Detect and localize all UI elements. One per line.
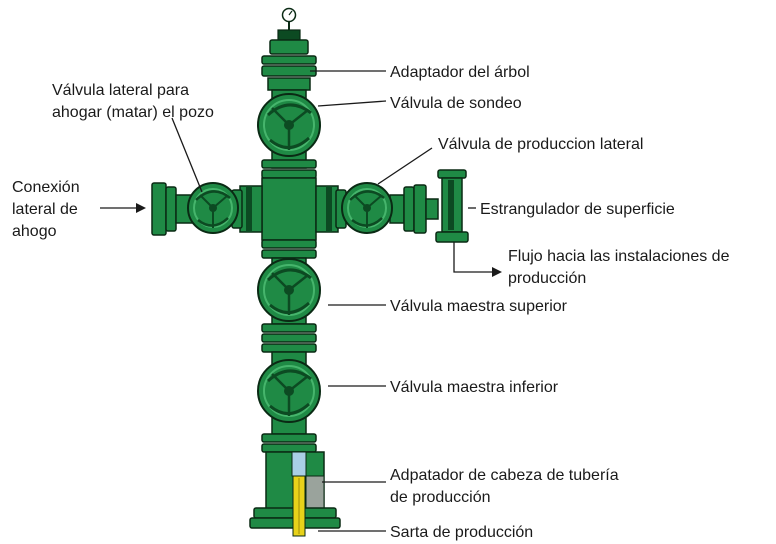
label-conexion-2: lateral de <box>12 201 78 218</box>
label-conexion-3: ahogo <box>12 223 57 240</box>
production-wing-valve <box>341 182 393 234</box>
flow-arrow-head <box>492 267 502 277</box>
flange <box>261 433 317 443</box>
surface-choke <box>435 169 469 243</box>
label-valvula-lateral-2: ahogar (matar) el pozo <box>52 104 214 121</box>
label-estrangulador: Estrangulador de superficie <box>480 201 675 218</box>
swab-valve <box>257 89 321 169</box>
leader-lines <box>100 70 494 532</box>
flange <box>261 333 317 343</box>
label-adaptador-cabeza-2: de producción <box>390 489 491 506</box>
flange <box>261 343 317 353</box>
flange <box>261 249 317 259</box>
kill-valve <box>187 182 239 234</box>
upper-master-valve <box>257 257 321 325</box>
flange <box>261 169 317 179</box>
flange <box>261 159 317 169</box>
flange <box>261 239 317 249</box>
pressure-gauge-icon <box>281 7 297 30</box>
tree-cap <box>261 29 317 91</box>
production-tubing <box>292 475 306 537</box>
label-valvula-maestra-superior: Válvula maestra superior <box>390 298 568 315</box>
flange <box>261 443 317 453</box>
label-conexion-1: Conexión <box>12 179 80 196</box>
lower-master-valve <box>257 351 321 435</box>
production-wing <box>335 184 439 234</box>
label-valvula-lateral-1: Válvula lateral para <box>52 82 189 99</box>
label-valvula-sondeo: Válvula de sondeo <box>390 95 522 112</box>
label-sarta: Sarta de producción <box>390 524 533 541</box>
label-flujo-1: Flujo hacia las instalaciones de <box>508 248 730 265</box>
label-adaptador-cabeza-1: Adpatador de cabeza de tubería <box>390 467 619 484</box>
label-valvula-produccion-lateral: Válvula de produccion lateral <box>438 136 643 153</box>
label-valvula-maestra-inferior: Válvula maestra inferior <box>390 379 559 396</box>
kill-arrow-head <box>136 203 146 213</box>
label-adaptador-arbol: Adaptador del árbol <box>390 64 530 81</box>
label-flujo-2: producción <box>508 270 586 287</box>
cross-body <box>239 177 339 241</box>
flange <box>261 323 317 333</box>
